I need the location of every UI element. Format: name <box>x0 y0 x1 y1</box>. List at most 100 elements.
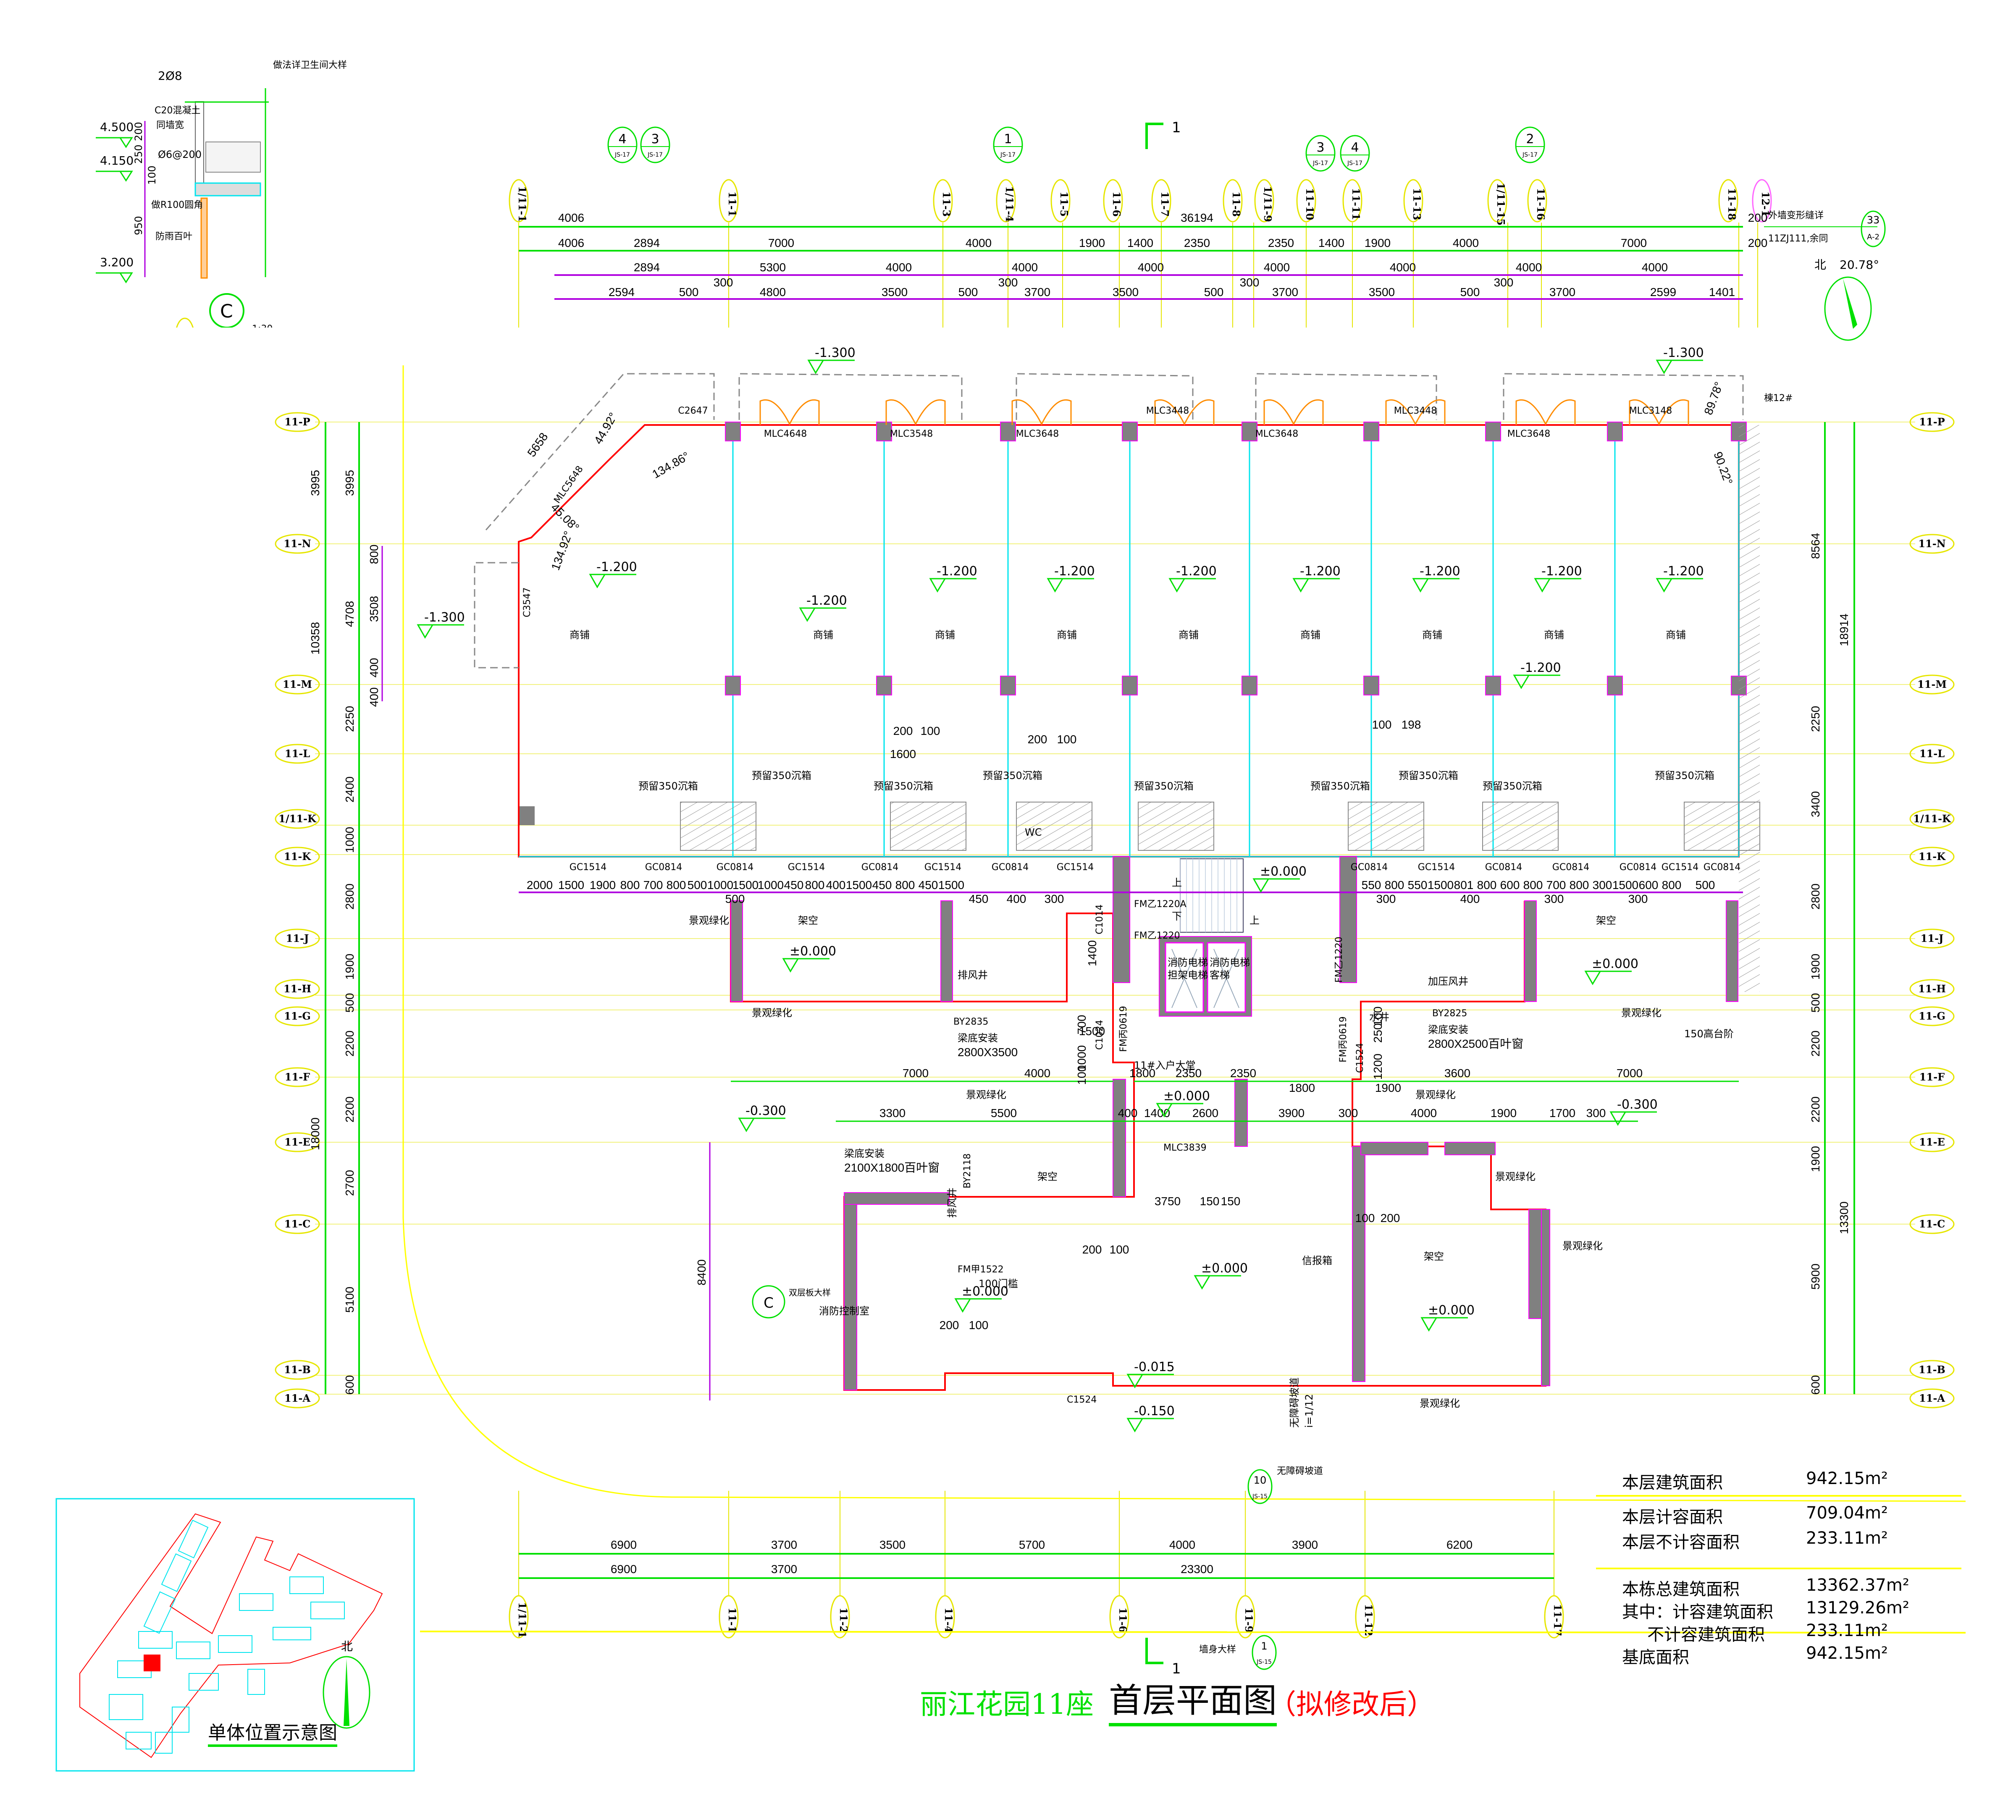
axis-label-right: 11-H <box>1918 983 1946 995</box>
double-slab-num: C <box>764 1295 774 1311</box>
dim-misc: 1500 <box>1079 1025 1105 1038</box>
elevation-zero: ±0.000 <box>790 944 836 959</box>
door-swing <box>759 399 820 426</box>
dim-left-inner: 3995 <box>343 470 356 496</box>
dim-mid: 1500 <box>938 879 964 892</box>
reserve-pit <box>1138 802 1214 851</box>
dim-misc: 2350 <box>1176 1067 1202 1080</box>
axis-bubble <box>996 179 1016 223</box>
dim-mid: 800 <box>667 879 686 892</box>
elevation-ramp-top: -0.015 <box>1134 1360 1175 1374</box>
callout-num: 4 <box>618 132 626 147</box>
axis-bubble-left <box>275 1067 320 1087</box>
axis-label-top: 11-6 <box>1110 191 1123 217</box>
angle-label: 90.22° <box>1711 450 1735 486</box>
wall-joint-num: 33 <box>1867 214 1880 226</box>
axis-label-right: 11-B <box>1919 1364 1945 1376</box>
ramp-callout-ref: JS-15 <box>1252 1493 1268 1500</box>
room-void: 架空 <box>1037 1171 1058 1183</box>
axis-bubble-right <box>1909 1132 1955 1152</box>
dim-misc: 400 <box>1118 1107 1138 1120</box>
dim-bottom-row1: 3500 <box>879 1538 906 1551</box>
elevation-marker-icon <box>1609 1111 1627 1126</box>
louver-note-1b: 2800X3500 <box>958 1046 1018 1059</box>
room-shop: 商铺 <box>1057 629 1077 641</box>
callout-ref: JS-17 <box>1522 152 1538 158</box>
dim-mid: 400 <box>826 879 846 892</box>
area-nonfa-label: 本层不计容面积 <box>1622 1533 1740 1552</box>
reserve-pit <box>1016 802 1092 851</box>
detail-label-rebar2: Ø6@200 <box>158 149 202 160</box>
axis-label-bottom: 11-17 <box>1551 1604 1564 1636</box>
dim-left-inner: 4708 <box>343 601 356 627</box>
axis-label-left: 11-B <box>284 1364 311 1376</box>
dim-mid: 550 <box>1408 879 1428 892</box>
detail-callout-icon <box>993 126 1023 163</box>
dim-misc: 700 <box>1075 1015 1088 1035</box>
elevation-ground: -0.300 <box>746 1104 786 1118</box>
elevation-zero: ±0.000 <box>962 1284 1008 1299</box>
window-label-left: C3547 <box>522 587 533 617</box>
axis-bubble-left <box>275 1360 320 1380</box>
dim-top-row2: 4000 <box>1453 236 1479 249</box>
dim-top-small: 300 <box>998 276 1018 289</box>
angle-label: 134.92° <box>549 529 575 572</box>
elevation-marker-icon <box>1126 1418 1144 1432</box>
detail-label-rebar: 2Ø8 <box>158 69 182 83</box>
column <box>1122 422 1138 441</box>
room-mailbox: 信报箱 <box>1302 1255 1332 1267</box>
axis-label-bottom: 11-9 <box>1243 1608 1255 1633</box>
ramp-callout-num: 10 <box>1254 1474 1267 1486</box>
dim-top-row3: 4000 <box>1642 261 1668 274</box>
ramp-callout-text: 无障碍坡道 <box>1277 1466 1323 1476</box>
elevation-shop: -1.200 <box>1176 564 1217 579</box>
dim-mid: 800 <box>1570 879 1589 892</box>
axis-label-right: 11-M <box>1917 678 1947 690</box>
detail-callout-icon <box>607 126 638 163</box>
elevation-outside: -1.300 <box>1663 346 1704 360</box>
axis-label-right: 11-J <box>1921 932 1944 944</box>
dim-mid: 800 <box>620 879 640 892</box>
elevation-marker-icon <box>929 578 946 593</box>
compass-angle: 20.78° <box>1840 258 1879 272</box>
axis-label-left: 11-M <box>283 678 312 690</box>
dim-left-inner: 5100 <box>343 1287 356 1313</box>
canopy-left <box>474 562 519 669</box>
column <box>725 676 741 695</box>
site-plan-caption: 单体位置示意图 <box>208 1718 337 1747</box>
dim-top-row2: 200 <box>1748 236 1768 249</box>
dim-misc: 1900 <box>1491 1107 1517 1120</box>
detail-label-louver: 防雨百叶 <box>155 231 192 242</box>
dim-top-row4: 3500 <box>882 286 908 299</box>
building-number: 棟12# <box>1764 393 1793 404</box>
wall <box>1360 1142 1428 1155</box>
axis-bubble-right <box>1909 1388 1955 1408</box>
dim-right-inner: 2250 <box>1809 706 1822 732</box>
dim-mid-small: 500 <box>725 892 745 905</box>
dim-mid: 1500 <box>732 879 759 892</box>
dim-top-row1: 4006 <box>558 211 584 224</box>
dim-top-row2: 2894 <box>634 236 660 249</box>
dim-misc: 300 <box>1586 1107 1606 1120</box>
room-landscape: 景观绿化 <box>1562 1240 1603 1252</box>
window-label-top: MLC3648 <box>1507 429 1551 439</box>
plan-labels: 商铺商铺商铺商铺商铺商铺商铺商铺商铺-1.200-1.200-1.200-1.2… <box>417 119 1886 1677</box>
dim-bottom-row1: 6200 <box>1446 1538 1473 1551</box>
dim-right-outer: 18914 <box>1838 614 1851 646</box>
elevator-label-1b: 担架电梯 <box>1168 969 1208 981</box>
angle-label: 45.08° <box>549 501 582 534</box>
area-fa-label: 本层计容面积 <box>1622 1508 1723 1527</box>
axis-label-bottom: 11-12 <box>1362 1604 1375 1636</box>
room-shop: 商铺 <box>1422 629 1442 641</box>
louver-note-2a: 梁底安装 <box>1428 1024 1468 1036</box>
axis-bubble-right <box>1909 744 1955 764</box>
door-label: FM乙1220A <box>1134 899 1186 910</box>
axis-label-right: 11-G <box>1919 1010 1945 1022</box>
canopy <box>1255 373 1437 420</box>
dim-misc: 4000 <box>1024 1067 1050 1080</box>
dim-misc: 100 <box>1075 1065 1088 1085</box>
dim-mid-small: 400 <box>1460 892 1480 905</box>
detail-label-wallwidth: 同墙宽 <box>156 120 184 131</box>
dim-misc: 2350 <box>1230 1067 1256 1080</box>
axis-label-top: 11-3 <box>940 191 953 217</box>
